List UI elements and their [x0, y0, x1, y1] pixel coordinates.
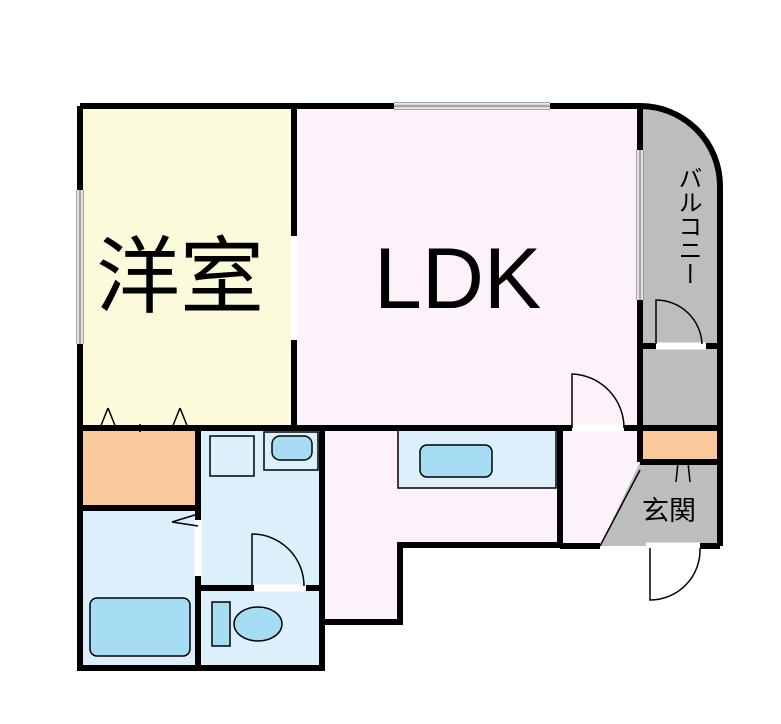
wash-basin — [209, 435, 255, 477]
closet-area — [80, 428, 198, 508]
shoe-closet-area — [640, 430, 720, 462]
window-lines — [79, 105, 641, 344]
ldk-label: LDK — [374, 231, 541, 327]
toilet-tank — [211, 601, 231, 647]
bathtub — [89, 597, 191, 657]
toilet-bowl — [233, 606, 283, 642]
ldk-area — [294, 106, 640, 622]
door-swings — [99, 299, 703, 601]
kitchen-sink — [419, 444, 493, 478]
western-room-area — [80, 106, 294, 428]
door-openings — [194, 236, 706, 592]
balcony-label: バルコニー — [674, 166, 702, 286]
hall-area — [560, 430, 640, 546]
entrance-label: 玄関 — [642, 496, 696, 527]
western-room-label: 洋室 — [96, 228, 264, 326]
washing-machine-inner — [271, 435, 313, 461]
